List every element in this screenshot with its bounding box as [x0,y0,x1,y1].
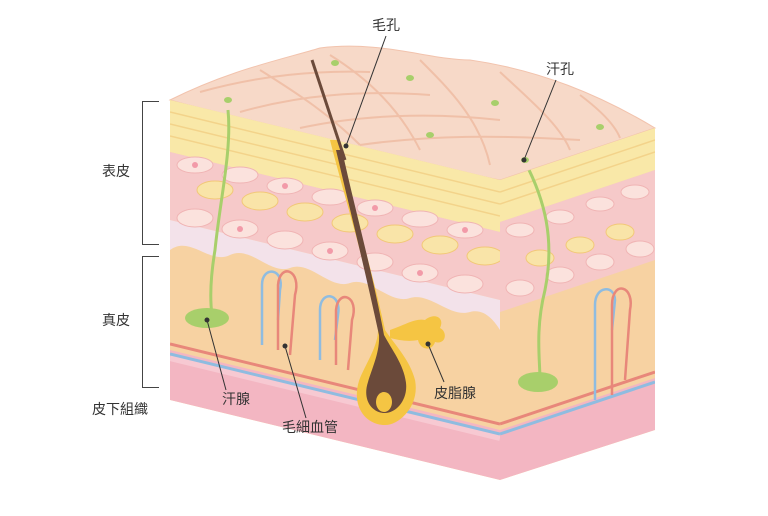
label-pore: 毛孔 [372,18,400,34]
label-sweat-pore: 汗孔 [546,62,574,78]
hair-follicle [310,59,445,425]
skin-surface [168,45,657,181]
leader-lines [206,35,557,419]
label-subcutaneous: 皮下組織 [92,402,148,418]
dermis-bracket [142,256,159,388]
label-epidermis: 表皮 [102,164,130,180]
capillary-loops [260,270,355,371]
label-sebaceous-gland: 皮脂腺 [434,386,476,402]
label-dermis: 真皮 [102,313,130,329]
label-capillary: 毛細血管 [282,420,338,436]
label-sweat-gland: 汗腺 [222,392,250,408]
side-face [500,128,655,480]
epidermis-bracket [142,101,159,245]
